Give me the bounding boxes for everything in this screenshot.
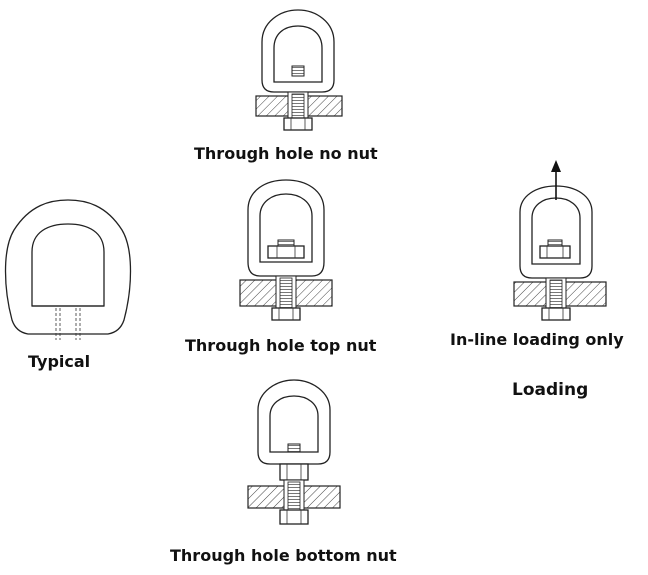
label-typical: Typical — [28, 352, 91, 371]
label-through-hole-no-nut: Through hole no nut — [194, 144, 378, 163]
label-inline-loading: In-line loading only — [450, 330, 624, 349]
label-loading: Loading — [512, 380, 589, 400]
label-through-hole-top-nut: Through hole top nut — [185, 336, 377, 355]
typical-hoist-ring — [4, 199, 132, 340]
top-nut-hoist-ring — [239, 179, 333, 321]
no-nut-hoist-ring — [255, 9, 343, 131]
label-through-hole-bottom-nut: Through hole bottom nut — [170, 546, 397, 565]
bottom-nut-hoist-ring — [247, 379, 341, 525]
load-direction-arrow-icon — [551, 160, 561, 200]
inline-loading-hoist-ring — [513, 185, 607, 321]
